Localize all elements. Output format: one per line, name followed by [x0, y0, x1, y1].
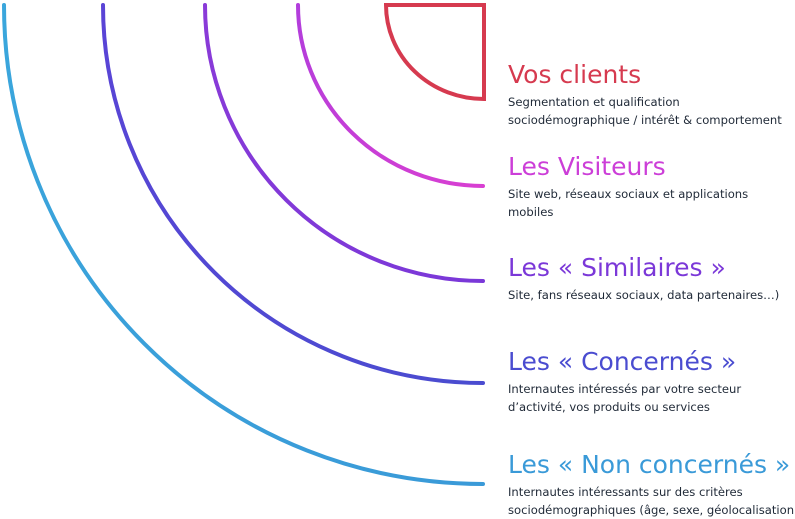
description-line: Internautes intéressés par votre secteur [508, 382, 742, 396]
description-line: Site web, réseaux sociaux et application… [508, 187, 749, 201]
layer-description: Internautes intéressants sur des critère… [508, 483, 795, 519]
layer-description: Site web, réseaux sociaux et application… [508, 185, 748, 221]
layer-title: Les « Non concernés » [508, 450, 791, 479]
arc-concernes [101, 3, 485, 385]
layer-description: Segmentation et qualification sociodémog… [508, 93, 782, 129]
layer-description: Site, fans réseaux sociaux, data partena… [508, 286, 779, 304]
layer-title: Les « Similaires » [508, 253, 726, 282]
description-line: d’activité, vos produits ou services [508, 400, 710, 414]
layer-title: Les Visiteurs [508, 152, 666, 181]
arc-visiteurs [296, 3, 485, 188]
layer-concernes: Les « Concernés » Internautes intéressés… [508, 347, 741, 416]
description-line: sociodémographique / intérêt & comportem… [508, 113, 782, 127]
description-line: Site, fans réseaux sociaux, data partena… [508, 288, 780, 302]
arc-non-concernes [2, 3, 485, 486]
description-line: Segmentation et qualification [508, 95, 680, 109]
arc-similaires [203, 3, 485, 283]
layer-visiteurs: Les Visiteurs Site web, réseaux sociaux … [508, 152, 748, 221]
layer-title: Les « Concernés » [508, 347, 737, 376]
layer-non-concernes: Les « Non concernés » Internautes intére… [508, 450, 795, 519]
description-line: Internautes intéressants sur des critère… [508, 485, 743, 499]
description-line: sociodémographiques (âge, sexe, géolocal… [508, 503, 795, 517]
layer-vos-clients: Vos clients Segmentation et qualificatio… [508, 60, 782, 129]
layer-title: Vos clients [508, 60, 642, 89]
layer-similaires: Les « Similaires » Site, fans réseaux so… [508, 253, 779, 304]
arc-vos-clients [383, 3, 486, 102]
description-line: mobiles [508, 205, 554, 219]
layer-description: Internautes intéressés par votre secteur… [508, 380, 741, 416]
